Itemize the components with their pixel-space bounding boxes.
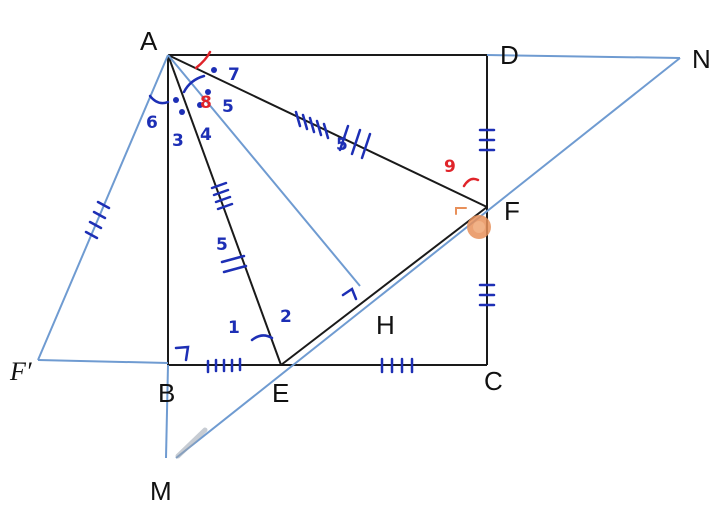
- arc-a-blue: [182, 74, 206, 94]
- scribble-ae: [220, 254, 248, 274]
- tick: [315, 119, 323, 137]
- angle-numbers: 1 2 3 4 5 6 7 8 9 5 5: [146, 65, 456, 338]
- right-angle-f-mark: [455, 207, 467, 215]
- cursor-highlight-inner: [473, 221, 485, 233]
- dot: [205, 89, 211, 95]
- point-label-f-prime: F′: [9, 357, 32, 386]
- point-label-c: C: [484, 366, 503, 396]
- point-label-a: A: [140, 26, 158, 56]
- tick: [210, 181, 228, 190]
- point-label-m: M: [150, 476, 172, 506]
- arc-angle-9: [462, 177, 480, 188]
- angle-number-3: 3: [172, 131, 184, 151]
- angle-number-2: 2: [280, 307, 292, 327]
- construction-lines: [37, 54, 681, 459]
- tick: [212, 188, 230, 197]
- scribble-af: [338, 124, 372, 160]
- angle-number-6: 6: [146, 113, 158, 133]
- equal-scribbles: [220, 124, 372, 274]
- point-labels: A D N F H B E C F′ M: [9, 26, 711, 506]
- segments-from-a: [167, 54, 488, 366]
- tick: [92, 210, 107, 220]
- point-label-d: D: [500, 40, 519, 70]
- line-f-prime-b: [37, 359, 169, 364]
- dot: [179, 109, 185, 115]
- right-angle-marks: [174, 207, 467, 362]
- point-label-h: H: [376, 310, 395, 340]
- line-bm: [165, 364, 169, 459]
- point-label-b: B: [158, 378, 175, 408]
- right-angle-h-mark: [341, 287, 358, 301]
- angle-dots: [173, 67, 217, 115]
- square-abcd: [167, 54, 488, 366]
- angle-number-4: 4: [200, 125, 212, 145]
- line-af-prime: [37, 54, 169, 361]
- right-angle-b-mark: [174, 345, 190, 362]
- point-label-n: N: [692, 44, 711, 74]
- dot: [197, 102, 203, 108]
- tick: [216, 202, 234, 211]
- tick: [96, 200, 111, 210]
- dot: [211, 67, 217, 73]
- arc-angle-2: [250, 334, 274, 342]
- tick-marks: [84, 110, 496, 374]
- dot: [173, 97, 179, 103]
- tick: [322, 122, 330, 140]
- angle-number-7: 7: [228, 65, 240, 85]
- line-mn: [175, 57, 681, 459]
- point-label-e: E: [272, 378, 289, 408]
- arc-a-red: [194, 50, 212, 70]
- tick: [294, 110, 302, 128]
- angle-number-5: 5: [222, 97, 234, 117]
- arc-a-left: [148, 94, 170, 105]
- tick: [308, 116, 316, 134]
- segment-af: [167, 54, 488, 208]
- angle-number-9: 9: [444, 157, 456, 177]
- tick: [88, 220, 103, 230]
- tick: [214, 195, 232, 204]
- segment-ae: [167, 54, 282, 366]
- angle-arcs: [148, 50, 480, 342]
- tick: [301, 113, 309, 131]
- equal-mark-af: 5: [336, 135, 348, 155]
- line-ah: [167, 54, 361, 287]
- angle-number-1: 1: [228, 318, 240, 338]
- segment-ef: [280, 206, 488, 366]
- angle-number-8: 8: [200, 93, 212, 113]
- point-label-f: F: [504, 196, 520, 226]
- pen-shadow: [175, 427, 208, 459]
- tick: [84, 230, 99, 240]
- line-dn: [486, 54, 681, 59]
- equal-mark-ae: 5: [216, 235, 228, 255]
